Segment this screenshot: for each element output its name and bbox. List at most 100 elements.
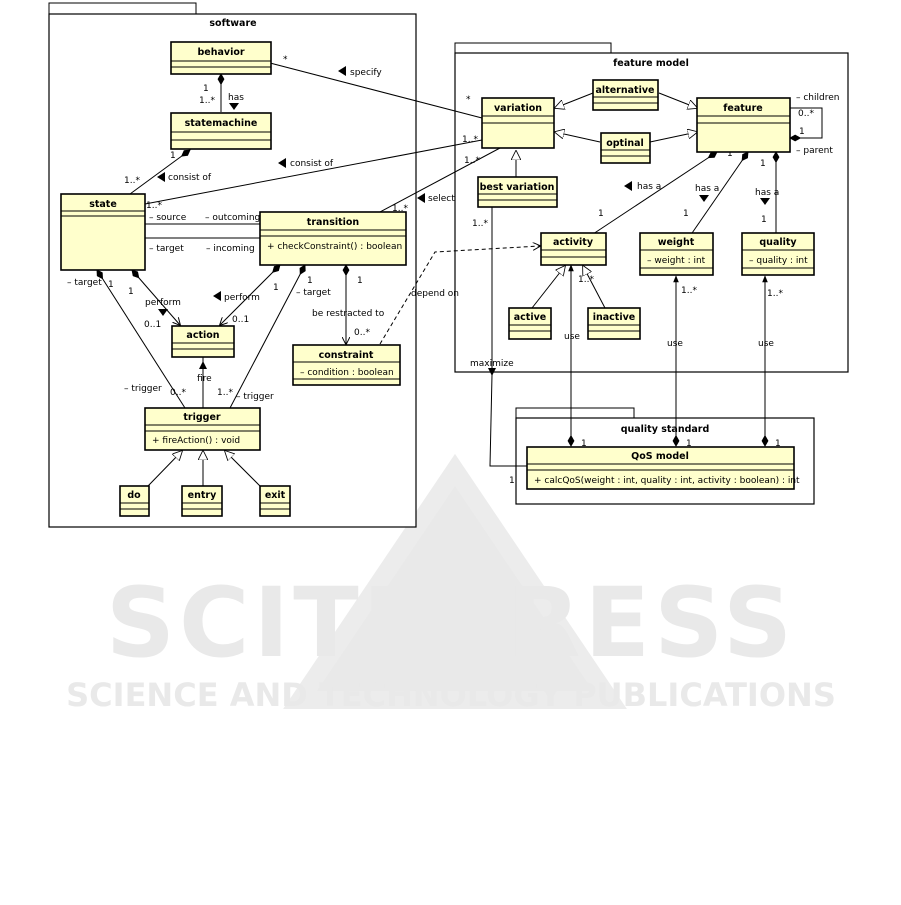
label-fire: fire	[197, 374, 212, 384]
class-transition-name: transition	[307, 217, 360, 228]
class-constraint-name: constraint	[319, 350, 374, 361]
label-select: select	[428, 194, 455, 204]
class-weight-name: weight	[658, 237, 695, 248]
class-behavior: behavior	[170, 41, 272, 75]
label-qos-one-4: 1	[509, 476, 515, 486]
label-has-many: 1..*	[199, 96, 215, 106]
label-use-3: use	[758, 339, 774, 349]
label-consist2-state: 1..*	[146, 201, 162, 211]
class-do: do	[119, 485, 150, 517]
label-has-a-2: has a	[695, 184, 719, 194]
label-perform2-one: 1	[273, 283, 279, 293]
class-trigger: trigger + fireAction() : void	[144, 407, 261, 451]
class-active-name: active	[514, 312, 546, 323]
class-inactive-name: inactive	[593, 312, 636, 323]
has-a3-arrow-icon	[760, 198, 770, 205]
class-activity-name: activity	[553, 237, 594, 248]
label-has-a-1: has a	[637, 182, 661, 192]
label-qos-one-1: 1	[581, 439, 587, 449]
label-select-var: 1..*	[464, 156, 480, 166]
label-consist-many: 1..*	[124, 176, 140, 186]
class-alternative: alternative	[592, 79, 659, 111]
label-perform1: perform	[145, 298, 181, 308]
class-do-name: do	[127, 490, 141, 501]
class-active: active	[508, 307, 552, 340]
label-trigger1: – trigger	[124, 384, 162, 394]
label-consist-of-2: consist of	[290, 159, 334, 169]
label-has-one: 1	[203, 84, 209, 94]
class-qos-model-op: + calcQoS(weight : int, quality : int, a…	[534, 476, 800, 486]
class-state: state	[60, 193, 146, 271]
class-trigger-name: trigger	[183, 412, 221, 423]
label-target-trigger-state: – target	[67, 278, 102, 288]
class-entry: entry	[181, 485, 223, 517]
label-source: – source	[149, 213, 187, 223]
class-optinal: optinal	[600, 132, 651, 164]
label-consist-one: 1	[170, 151, 176, 161]
label-depend-on: depend on	[411, 289, 459, 299]
label-restricted-one: 1	[357, 276, 363, 286]
label-children: – children	[796, 93, 839, 103]
label-perform1-one: 1	[128, 287, 134, 297]
class-qos-model-name: QoS model	[631, 451, 689, 462]
watermark-subtitle: SCIENCE AND TECHNOLOGY PUBLICATIONS	[66, 676, 836, 714]
label-target-state: – target	[149, 244, 184, 254]
class-trigger-op: + fireAction() : void	[152, 436, 240, 446]
class-entry-name: entry	[188, 490, 217, 501]
has-arrow-icon	[229, 103, 239, 110]
class-transition-op: + checkConstraint() : boolean	[267, 242, 402, 252]
label-trigger2-mult: 1..*	[217, 388, 233, 398]
class-action: action	[171, 325, 235, 358]
edge-labels: specify * * 1 1..* has 1 1..* consist of…	[67, 55, 839, 486]
class-best-variation-name: best variation	[480, 182, 555, 193]
class-statemachine-name: statemachine	[185, 118, 258, 129]
label-use-1: use	[564, 332, 580, 342]
label-has: has	[228, 93, 244, 103]
class-quality-attr: – quality : int	[749, 256, 808, 266]
class-feature: feature	[696, 97, 791, 153]
package-software-title: software	[209, 18, 256, 29]
class-best-variation: best variation	[477, 176, 558, 208]
class-quality-name: quality	[759, 237, 797, 248]
label-quality-mult: 1..*	[767, 289, 783, 299]
has-a1-arrow-icon	[624, 181, 632, 191]
class-feature-name: feature	[723, 103, 762, 114]
class-variation: variation	[481, 97, 555, 149]
class-activity: activity	[540, 232, 607, 266]
class-exit: exit	[259, 485, 291, 517]
select-arrow-icon	[417, 193, 425, 203]
class-weight-attr: – weight : int	[647, 256, 706, 266]
label-restricted-mult: 0..*	[354, 328, 370, 338]
label-bv-mult: 1..*	[472, 219, 488, 229]
class-quality: quality – quality : int	[741, 232, 815, 276]
consist-arrow-icon	[157, 172, 165, 182]
watermark-title: SCITEPRESS	[106, 567, 796, 679]
consist2-arrow-icon	[278, 158, 286, 168]
label-weight-mult: 1..*	[681, 286, 697, 296]
label-weight-one: 1	[683, 209, 689, 219]
class-state-name: state	[89, 199, 117, 210]
label-qos-one-2: 1	[686, 439, 692, 449]
label-parent-one: 1	[799, 127, 805, 137]
watermark: SCITEPRESS SCIENCE AND TECHNOLOGY PUBLIC…	[66, 453, 836, 714]
label-target-trigger-state-one: 1	[108, 280, 114, 290]
specify-arrow-icon	[338, 66, 346, 76]
class-variation-name: variation	[494, 103, 542, 114]
class-action-name: action	[186, 330, 219, 341]
class-inactive: inactive	[587, 307, 641, 340]
label-feat-one-2: 1	[727, 149, 733, 159]
has-a2-arrow-icon	[699, 195, 709, 202]
package-feature-model-title: feature model	[613, 58, 689, 69]
label-outcoming: – outcoming	[205, 213, 260, 223]
label-target-trigger-tr: – target	[296, 288, 331, 298]
label-activity-mult: 1..*	[578, 275, 594, 285]
label-activity-one: 1	[598, 209, 604, 219]
label-trigger1-mult: 0..*	[170, 388, 186, 398]
label-children-mult: 0..*	[798, 109, 814, 119]
class-behavior-name: behavior	[197, 47, 244, 58]
label-trigger2: – trigger	[236, 392, 274, 402]
label-perform2-mult: 0..1	[232, 315, 249, 325]
label-select-tr: 1..*	[392, 204, 408, 214]
fire-arrow-icon	[199, 361, 207, 369]
label-use-2: use	[667, 339, 683, 349]
